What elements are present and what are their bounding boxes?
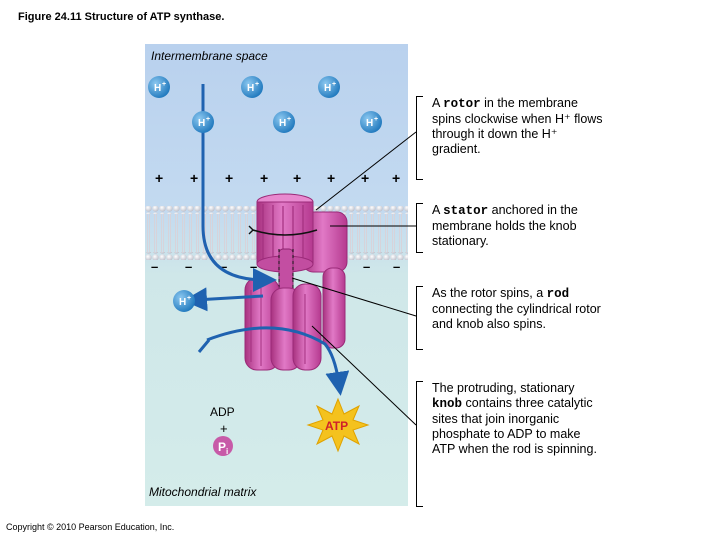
svg-text:+: + [361, 170, 369, 186]
svg-text:–: – [151, 259, 158, 274]
negative-charges: – – – – – – [151, 259, 400, 274]
svg-text:+: + [255, 81, 259, 88]
svg-text:–: – [393, 259, 400, 274]
svg-text:–: – [220, 259, 227, 274]
proton-ion-1: H + [148, 76, 170, 98]
svg-text:+: + [293, 170, 301, 186]
phosphate-icon: P i [213, 436, 233, 456]
svg-text:H: H [179, 297, 186, 308]
adp-arrow-tail [197, 339, 211, 353]
proton-ion-4: H + [192, 111, 214, 133]
svg-text:+: + [155, 170, 163, 186]
knob [244, 277, 322, 371]
atp-synthase-diagram: + + + + + + + + – – – – – – [145, 44, 408, 506]
svg-text:H: H [198, 118, 205, 129]
adp-plus: + [220, 421, 228, 436]
svg-text:i: i [226, 447, 228, 456]
proton-ion-3: H + [318, 76, 340, 98]
figure-title: Figure 24.11 Structure of ATP synthase. [18, 11, 225, 23]
proton-ion-5: H + [273, 111, 295, 133]
svg-text:P: P [218, 440, 226, 454]
svg-text:ATP: ATP [325, 419, 348, 433]
svg-text:H: H [247, 83, 254, 94]
svg-text:–: – [185, 259, 192, 274]
svg-text:+: + [287, 116, 291, 123]
proton-ion-7: H + [173, 290, 195, 312]
svg-text:H: H [154, 83, 161, 94]
svg-text:H: H [279, 118, 286, 129]
proton-ion-2: H + [241, 76, 263, 98]
proton-exit-arrow [183, 287, 264, 312]
svg-text:+: + [392, 170, 400, 186]
mitochondrial-matrix-label: Mitochondrial matrix [149, 485, 257, 499]
svg-text:+: + [187, 295, 191, 302]
svg-text:+: + [225, 170, 233, 186]
proton-path-curve [201, 225, 277, 292]
svg-text:+: + [260, 170, 268, 186]
svg-text:H: H [324, 83, 331, 94]
svg-text:+: + [190, 170, 198, 186]
svg-text:–: – [363, 259, 370, 274]
callout-stator: A stator anchored in the membrane holds … [416, 203, 606, 253]
intermembrane-space-label: Intermembrane space [151, 49, 268, 63]
proton-ion-6: H + [360, 111, 382, 133]
svg-text:+: + [374, 116, 378, 123]
callout-knob: The protruding, stationary knob contains… [416, 381, 606, 507]
callout-rotor: A rotor in the membrane spins clockwise … [416, 96, 606, 180]
svg-text:+: + [332, 81, 336, 88]
adp-label: ADP [210, 405, 235, 419]
svg-text:–: – [250, 259, 257, 274]
atp-burst-icon: ATP [306, 397, 370, 453]
callout-rod: As the rotor spins, a rod connecting the… [416, 286, 606, 350]
svg-text:+: + [327, 170, 335, 186]
svg-text:+: + [206, 116, 210, 123]
svg-text:+: + [162, 81, 166, 88]
copyright-notice: Copyright © 2010 Pearson Education, Inc. [6, 522, 175, 532]
svg-text:H: H [366, 118, 373, 129]
